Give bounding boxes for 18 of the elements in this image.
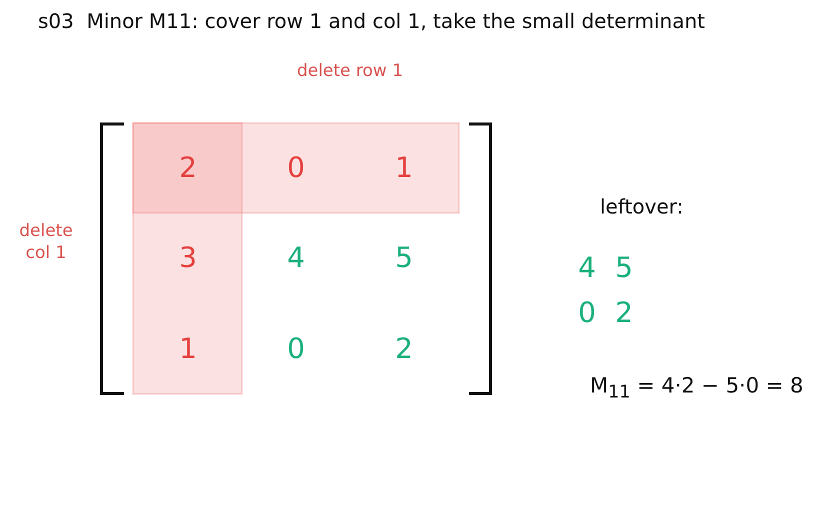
minor-entry: 2 — [615, 296, 633, 330]
formula: M$_{11}$ = 4·2 − 5·0 = 8 — [590, 373, 804, 403]
matrix-entry: 2 — [395, 332, 413, 366]
minor-entry: 0 — [578, 296, 596, 330]
matrix-entry: 5 — [395, 242, 413, 274]
title: s03 Minor M11: cover row 1 and col 1, take the small determinant — [38, 10, 705, 33]
matrix-entry: 4 — [287, 242, 305, 274]
matrix-entry: 0 — [287, 332, 305, 366]
annotation: delete col 1 — [18, 220, 74, 264]
matrix-entry: 1 — [395, 152, 413, 184]
annotation: delete row 1 — [296, 62, 404, 82]
matrix-entry: 3 — [179, 242, 197, 274]
matrix-entry: 2 — [179, 152, 197, 184]
matrix-entry: 1 — [179, 332, 197, 366]
minor-entry: 5 — [615, 252, 633, 284]
matrix-entry: 0 — [287, 152, 305, 184]
heading: leftover: — [600, 196, 684, 218]
minor-entry: 4 — [578, 252, 596, 284]
